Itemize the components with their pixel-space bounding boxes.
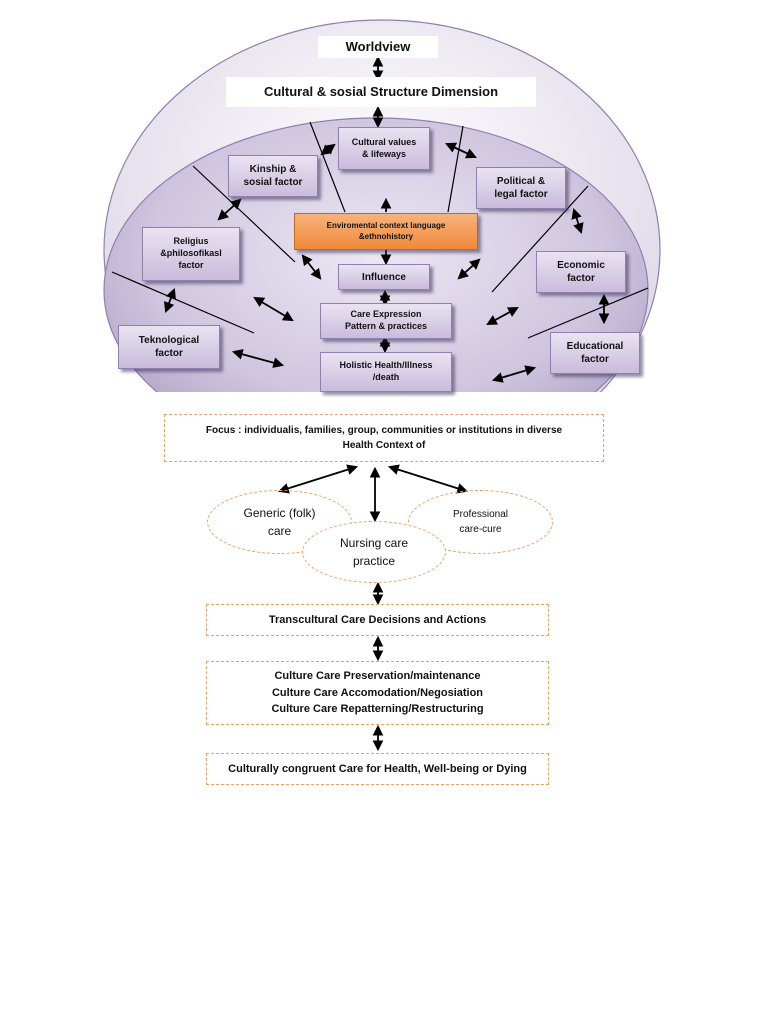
divider-lines: [111, 121, 649, 339]
culturally-congruent-care-box: Culturally congruent Care for Health, We…: [206, 753, 549, 785]
culture-care-mode: Culture Care Accomodation/Negosiation: [271, 686, 484, 699]
care-expression-box: Care Expression Pattern & practices: [320, 303, 452, 339]
educational-box: Educational factor: [550, 332, 640, 374]
holistic-health-box: Holistic Health/Illness /death: [320, 352, 452, 392]
culture-care-modes-box: Culture Care Preservation/maintenance Cu…: [206, 661, 549, 725]
political-box: Political & legal factor: [476, 167, 566, 209]
cultural-values-box: Cultural values & lifeways: [338, 127, 430, 170]
culture-care-mode: Culture Care Preservation/maintenance: [274, 670, 481, 683]
economic-box: Economic factor: [536, 251, 626, 293]
religius-box: Religius &philosofikasl factor: [142, 227, 240, 281]
kinship-box: Kinship & sosial factor: [228, 155, 318, 197]
focus-box: Focus : individualis, families, group, c…: [164, 414, 604, 462]
teknological-box: Teknological factor: [118, 325, 220, 369]
care-decisions-box: Transcultural Care Decisions and Actions: [206, 604, 549, 636]
generic-care-ellipse: Generic (folk) care: [207, 490, 352, 554]
structure-dimension-label: Cultural & sosial Structure Dimension: [226, 77, 536, 107]
worldview-label: Worldview: [318, 36, 438, 58]
nursing-care-ellipse: Nursing care practice: [302, 521, 446, 583]
arrows: [164, 55, 610, 752]
influence-box: Influence: [338, 264, 430, 290]
professional-care-ellipse: Professional care-cure: [408, 490, 553, 554]
environmental-context-box: Enviromental context language &ethnohist…: [294, 213, 478, 250]
culture-care-mode: Culture Care Repatterning/Restructuring: [271, 703, 484, 716]
